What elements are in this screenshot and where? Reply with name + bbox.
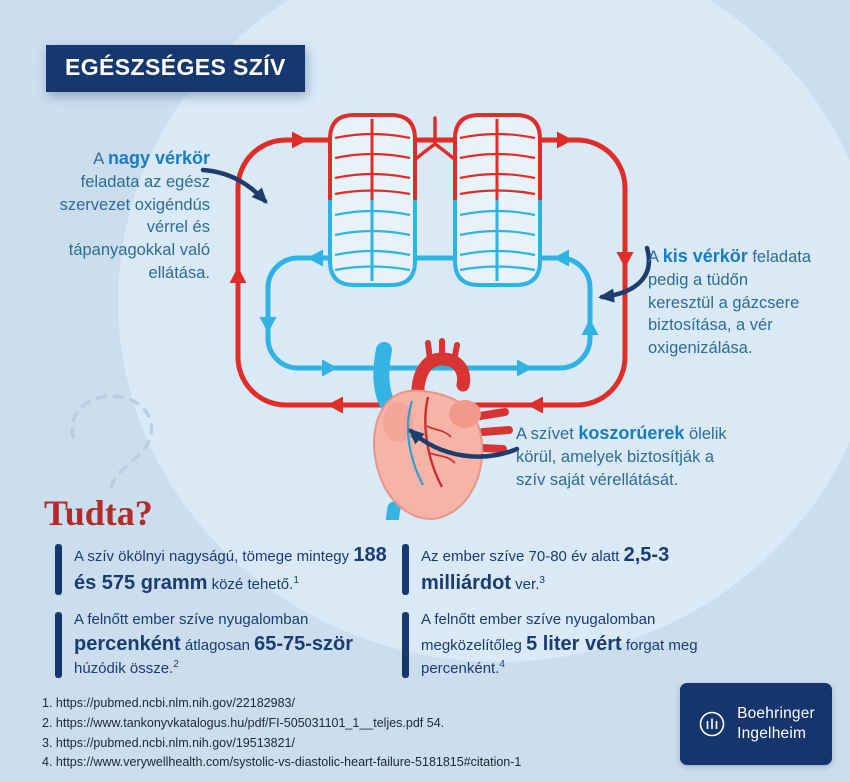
annotation-text: feladata az egész szervezet oxigéndús vé… xyxy=(59,172,210,282)
fact-card-heart-weight: A szív ökölnyi nagyságú, tömege mintegy … xyxy=(55,542,390,597)
fact-segment: húzódik össze. xyxy=(74,660,174,678)
fact-text: Az ember szíve 70-80 év alatt 2,5-3 mill… xyxy=(421,542,724,597)
annotation-highlight: koszorúerek xyxy=(578,423,685,443)
fact-footnote-ref: 4 xyxy=(499,659,505,671)
fact-segment: átlagosan xyxy=(180,636,255,654)
annotation-highlight: kis vérkör xyxy=(662,246,748,266)
fact-segment: közé tehető. xyxy=(207,575,294,593)
left-lung xyxy=(328,113,417,287)
fact-footnote-ref: 1 xyxy=(293,574,299,586)
brand-name-line1: Boehringer xyxy=(737,704,815,722)
fact-highlight: 2,5-3 milliárdot xyxy=(421,544,670,594)
reference-item: 1. https://pubmed.ncbi.nlm.nih.gov/22182… xyxy=(42,696,295,710)
references: 1. https://pubmed.ncbi.nlm.nih.gov/22182… xyxy=(42,694,521,773)
annotation-text: feladata pedig a tüdőn keresztül a gázcs… xyxy=(648,248,812,358)
fact-text: A felnőtt ember szíve nyugalomban megköz… xyxy=(421,610,724,680)
kis-verkor-annotation: A kis vérkör feladata pedig a tüdőn kere… xyxy=(648,244,818,360)
arrow-to-pulmonary-icon xyxy=(598,245,652,303)
fact-segment: A felnőtt ember szíve nyugalomban xyxy=(74,611,309,629)
brand-logo: Boehringer Ingelheim xyxy=(680,683,832,765)
fact-segment: ver. xyxy=(511,575,540,593)
nagy-verkor-annotation: A nagy vérkör feladata az egész szerveze… xyxy=(38,146,210,285)
fact-accent-bar xyxy=(55,544,62,596)
brand-logo-text: Boehringer Ingelheim xyxy=(737,704,815,744)
annotation-prefix: A szívet xyxy=(516,425,579,443)
fact-accent-bar xyxy=(402,612,409,679)
annotation-prefix: A xyxy=(648,248,663,266)
trachea xyxy=(415,116,455,160)
fact-card-lifetime-beats: Az ember szíve 70-80 év alatt 2,5-3 mill… xyxy=(402,542,724,597)
fact-text: A felnőtt ember szíve nyugalomban percen… xyxy=(74,610,390,680)
right-lung xyxy=(453,113,542,287)
arrow-to-coronary-icon xyxy=(408,428,520,459)
fact-accent-bar xyxy=(55,612,62,679)
annotation-text: ölelik körül, amelyek biztosítják a szív… xyxy=(516,425,727,489)
fact-highlight: 65-75-ször xyxy=(254,632,354,655)
fact-footnote-ref: 3 xyxy=(539,574,545,586)
question-doodle-icon xyxy=(70,394,154,516)
arrow-to-systemic-icon xyxy=(200,167,268,204)
fact-accent-bar xyxy=(402,544,409,596)
fact-text: A szív ökölnyi nagyságú, tömege mintegy … xyxy=(74,542,390,597)
brand-name-line2: Ingelheim xyxy=(737,725,807,742)
fact-segment: A szív ökölnyi nagyságú, tömege mintegy xyxy=(74,548,354,565)
heart-illustration xyxy=(373,338,513,520)
fact-highlight: percenként xyxy=(74,632,181,655)
fact-segment: A felnőtt ember szíve nyugalomban megköz… xyxy=(421,611,656,654)
page-title: EGÉSZSÉGES SZÍV xyxy=(46,45,305,92)
fact-card-resting-rate: A felnőtt ember szíve nyugalomban percen… xyxy=(55,610,390,680)
facts-grid: A szív ökölnyi nagyságú, tömege mintegy … xyxy=(55,542,727,680)
boehringer-gate-icon xyxy=(699,711,725,737)
koszoruerek-annotation: A szívet koszorúerek ölelik körül, amely… xyxy=(516,421,730,491)
fact-highlight: 188 és 575 gramm xyxy=(74,544,387,594)
annotation-highlight: nagy vérkör xyxy=(107,148,210,168)
circulation-diagram xyxy=(200,113,652,520)
did-you-know-heading: Tudta? xyxy=(44,493,153,533)
reference-item: 3. https://pubmed.ncbi.nlm.nih.gov/19513… xyxy=(42,735,295,750)
reference-item: 4. https://www.verywellhealth.com/systol… xyxy=(42,755,522,770)
fact-segment: Az ember szíve 70-80 év alatt xyxy=(421,548,624,565)
reference-item: 2. https://www.tankonyvkatalogus.hu/pdf/… xyxy=(42,715,445,730)
fact-card-blood-volume: A felnőtt ember szíve nyugalomban megköz… xyxy=(402,610,724,680)
fact-footnote-ref: 2 xyxy=(173,659,179,671)
fact-highlight: 5 liter vért xyxy=(526,632,622,655)
fact-segment: forgat meg percenként. xyxy=(421,636,698,678)
systemic-loop xyxy=(229,131,634,414)
annotation-prefix: A xyxy=(93,150,108,168)
